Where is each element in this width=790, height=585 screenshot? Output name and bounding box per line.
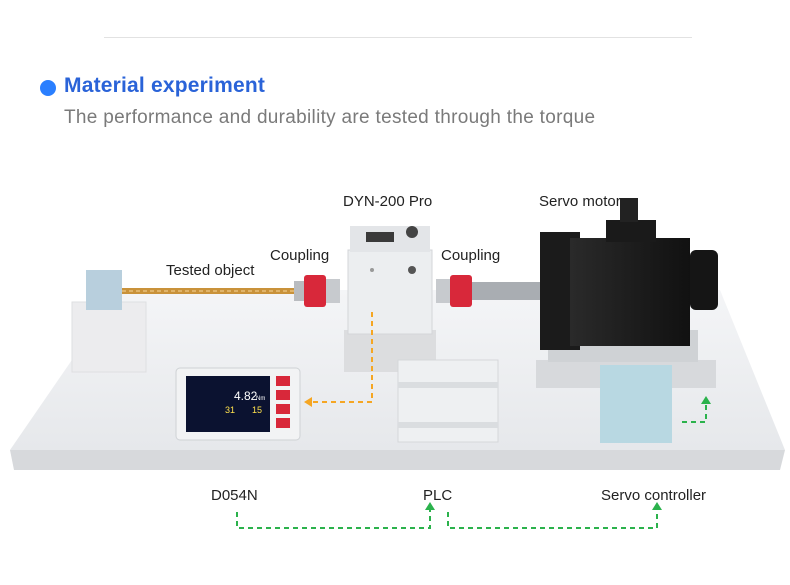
d054n-display: 4.82 Nm 31 15 [175, 367, 301, 441]
coupling-left [294, 275, 340, 307]
sensor-to-display-arrow [304, 312, 373, 407]
label-plc: PLC [423, 487, 453, 504]
left-fixture [71, 270, 147, 373]
label-servo-controller: Servo controller [601, 487, 707, 504]
tested-object-shaft [122, 288, 302, 294]
label-servo-motor: Servo motor [539, 193, 621, 210]
display-main-value: 4.82 [234, 389, 258, 403]
controller-to-motor-arrow [682, 396, 711, 423]
top-divider [104, 37, 692, 38]
coupling-right [436, 275, 542, 307]
bottom-connection-lines [236, 502, 662, 529]
torque-sensor [344, 226, 436, 372]
display-right-value: 15 [252, 405, 262, 415]
label-tested-object: Tested object [166, 262, 255, 279]
label-coupling-right: Coupling [441, 247, 501, 264]
section-title: Material experiment [64, 74, 266, 97]
label-coupling-left: Coupling [270, 247, 330, 264]
display-left-value: 31 [225, 405, 235, 415]
label-d054n: D054N [211, 487, 258, 504]
plc-unit [397, 359, 499, 443]
servo-motor [536, 198, 718, 388]
bullet-dot [40, 80, 56, 96]
label-dyn-200-pro: DYN-200 Pro [343, 193, 433, 210]
section-subtitle: The performance and durability are teste… [64, 107, 596, 128]
display-main-unit: Nm [256, 396, 265, 402]
servo-controller-box [600, 365, 672, 443]
